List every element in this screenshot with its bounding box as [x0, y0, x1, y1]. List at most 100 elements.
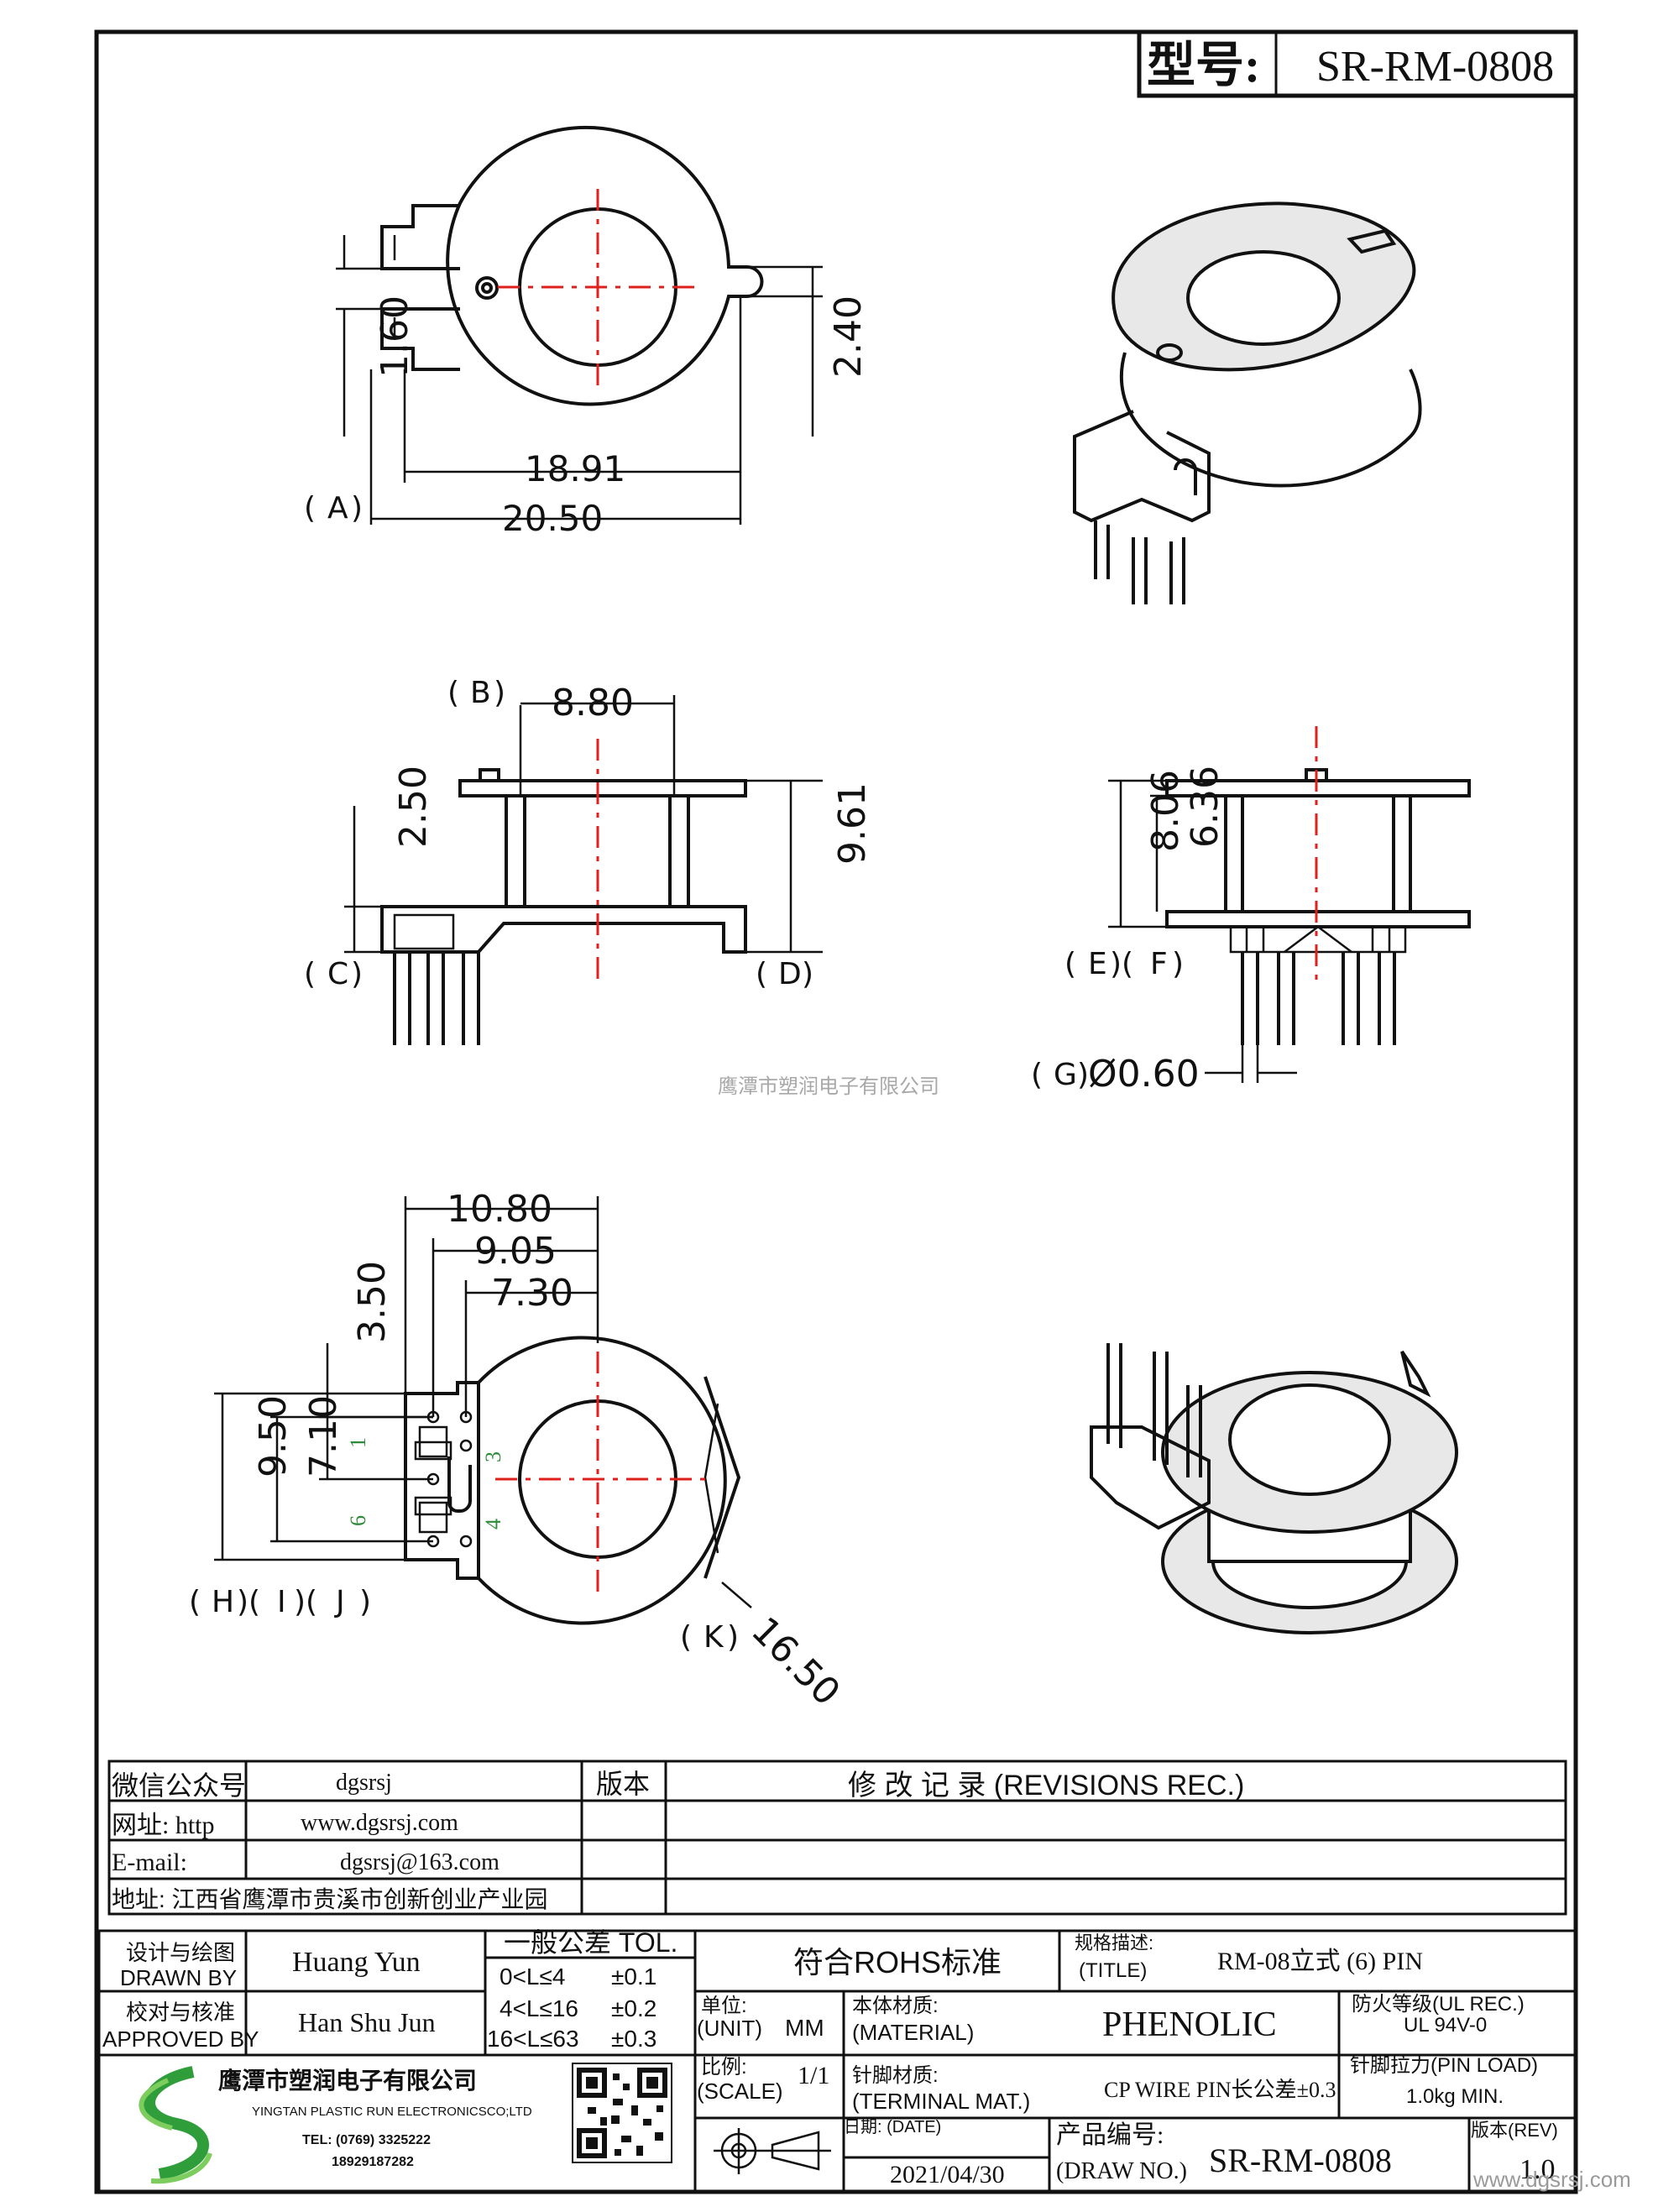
- dim-9-61: 9.61: [831, 782, 874, 865]
- company-logo-icon: [139, 2066, 212, 2184]
- title-block: 设计与绘图 DRAWN BY Huang Yun 校对与核准 APPROVED …: [97, 1927, 1577, 2193]
- dim-0-60: Ø0.60: [1088, 1053, 1200, 1096]
- title-label-en: (TITLE): [1079, 1959, 1147, 1982]
- isometric-view-top: [1073, 201, 1422, 604]
- svg-text:(: (: [304, 491, 316, 526]
- dim-8-06: 8.06: [1144, 770, 1187, 852]
- date-value: 2021/04/30: [890, 2161, 1005, 2188]
- pin-1-label: 1: [346, 1437, 370, 1448]
- dim-3-50: 3.50: [351, 1261, 394, 1343]
- pinload-value: 1.0kg MIN.: [1406, 2085, 1504, 2108]
- fire-value: UL 94V-0: [1404, 2014, 1487, 2037]
- rohs-text: 符合ROHS标准: [793, 1945, 1002, 1979]
- drawno-cn: 产品编号:: [1056, 2121, 1164, 2149]
- svg-text:): ): [494, 676, 505, 710]
- balloon-f: F: [1150, 947, 1168, 981]
- model-label: 型号:: [1147, 38, 1260, 92]
- drawno-value: SR-RM-0808: [1209, 2141, 1392, 2179]
- iso-terminal: [1073, 410, 1211, 523]
- company-mobile: 18929187282: [332, 2155, 414, 2169]
- version-header: 版本: [596, 1769, 650, 1799]
- svg-text:): ): [802, 957, 813, 991]
- terminal-header: [404, 1381, 479, 1580]
- balloon-j: J: [334, 1585, 345, 1619]
- tol-range-3: 16<L≤63: [487, 2026, 579, 2052]
- svg-text:(: (: [1064, 947, 1076, 981]
- balloon-i: I: [277, 1585, 286, 1619]
- pin-3-label: 3: [481, 1451, 505, 1462]
- drawn-by-en: DRAWN BY: [120, 1965, 237, 1990]
- approved-en: APPROVED BY: [102, 2026, 259, 2052]
- pin-4-label: 4: [481, 1519, 505, 1530]
- unit-en: (UNIT): [697, 2016, 762, 2041]
- model-number: SR-RM-0808: [1316, 43, 1554, 91]
- svg-text:(: (: [680, 1620, 692, 1655]
- company-tel: TEL: (0769) 3325222: [302, 2133, 431, 2147]
- drawno-en: (DRAW NO.): [1056, 2158, 1187, 2184]
- date-label: 日期: (DATE): [844, 2118, 941, 2136]
- pin1-mark: [475, 276, 499, 300]
- bottom-flange: [380, 905, 747, 954]
- tol-range-2: 4<L≤16: [500, 1995, 578, 2021]
- flange-outline: [446, 125, 764, 406]
- company-name-cn: 鹰潭市塑润电子有限公司: [218, 2067, 477, 2094]
- company-name-en: YINGTAN PLASTIC RUN ELECTRONICSCO;LTD: [252, 2105, 532, 2119]
- dim-20-50: 20.50: [502, 498, 603, 539]
- center-watermark: 鹰潭市塑润电子有限公司: [718, 1075, 939, 1098]
- terminal-cn: 针脚材质:: [852, 2064, 939, 2087]
- model-box: 型号: SR-RM-0808: [1137, 29, 1578, 98]
- corner-watermark: www.dgsrsj.com: [1472, 2167, 1631, 2192]
- svg-text:): ): [359, 1585, 371, 1619]
- balloon-a: A: [327, 491, 348, 526]
- drawn-by-cn: 设计与绘图: [126, 1940, 235, 1965]
- scale-cn: 比例:: [701, 2056, 747, 2079]
- dim-10-80: 10.80: [447, 1188, 552, 1231]
- company-block: 鹰潭市塑润电子有限公司 YINGTAN PLASTIC RUN ELECTRON…: [139, 2063, 672, 2184]
- rev-value: 1.0: [1519, 2154, 1556, 2185]
- web-label: 网址: http: [112, 1812, 215, 1839]
- balloon-h: H: [212, 1585, 234, 1619]
- qr-code-icon: [572, 2063, 672, 2163]
- balloon-k: K: [704, 1620, 724, 1655]
- svg-text:(: (: [189, 1585, 201, 1619]
- dim-7-30: 7.30: [491, 1272, 573, 1315]
- wechat-value: dgsrsj: [336, 1770, 392, 1796]
- terminal-upper: [380, 204, 460, 270]
- email-label: E-mail:: [112, 1849, 187, 1876]
- terminal-value: CP WIRE PIN长公差±0.3: [1104, 2078, 1336, 2102]
- svg-text:): ): [727, 1620, 739, 1655]
- svg-text:)(: )(: [294, 1585, 317, 1619]
- dim-6-36: 6.36: [1184, 766, 1227, 848]
- svg-text:): ): [1172, 947, 1184, 981]
- svg-text:(: (: [1031, 1058, 1043, 1092]
- unit-cn: 单位:: [701, 1995, 747, 2017]
- web-value: www.dgsrsj.com: [301, 1810, 458, 1836]
- svg-text:)(: )(: [1110, 947, 1133, 981]
- front-view: 8.80 ( B ) 2.50 9.61 ( C ) ( D ): [304, 676, 874, 1045]
- info-table: 微信公众号 dgsrsj 网址: http www.dgsrsj.com E-m…: [107, 1760, 1567, 1916]
- dim-2-50: 2.50: [392, 766, 435, 848]
- address-text: 地址: 江西省鹰潭市贵溪市创新创业产业园: [112, 1886, 548, 1912]
- wechat-label: 微信公众号: [112, 1770, 246, 1801]
- svg-text:)(: )(: [237, 1585, 260, 1619]
- balloon-c: C: [327, 957, 348, 991]
- tol-value-3: ±0.3: [611, 2026, 656, 2052]
- balloon-e: E: [1088, 947, 1107, 981]
- svg-text:(: (: [447, 676, 459, 710]
- dim-9-05: 9.05: [474, 1230, 557, 1273]
- pin-6-label: 6: [346, 1515, 370, 1526]
- designer-name: Huang Yun: [292, 1947, 421, 1978]
- dim-2-40: 2.40: [827, 295, 870, 378]
- material-cn: 本体材质:: [852, 1995, 939, 2017]
- email-value: dgsrsj@163.com: [340, 1849, 500, 1875]
- bottom-flange-outline: [477, 1336, 727, 1625]
- svg-text:): ): [351, 491, 363, 526]
- checker-name: Han Shu Jun: [298, 2007, 436, 2037]
- tol-title: 一般公差 TOL.: [504, 1927, 677, 1958]
- dim-18-91: 18.91: [525, 448, 625, 489]
- material-en: (MATERIAL): [852, 2020, 974, 2045]
- balloon-g: G: [1054, 1058, 1077, 1092]
- title-label-cn: 规格描述:: [1075, 1932, 1153, 1953]
- top-view: 1.60 2.40 18.91 20.50 ( A ): [304, 125, 870, 539]
